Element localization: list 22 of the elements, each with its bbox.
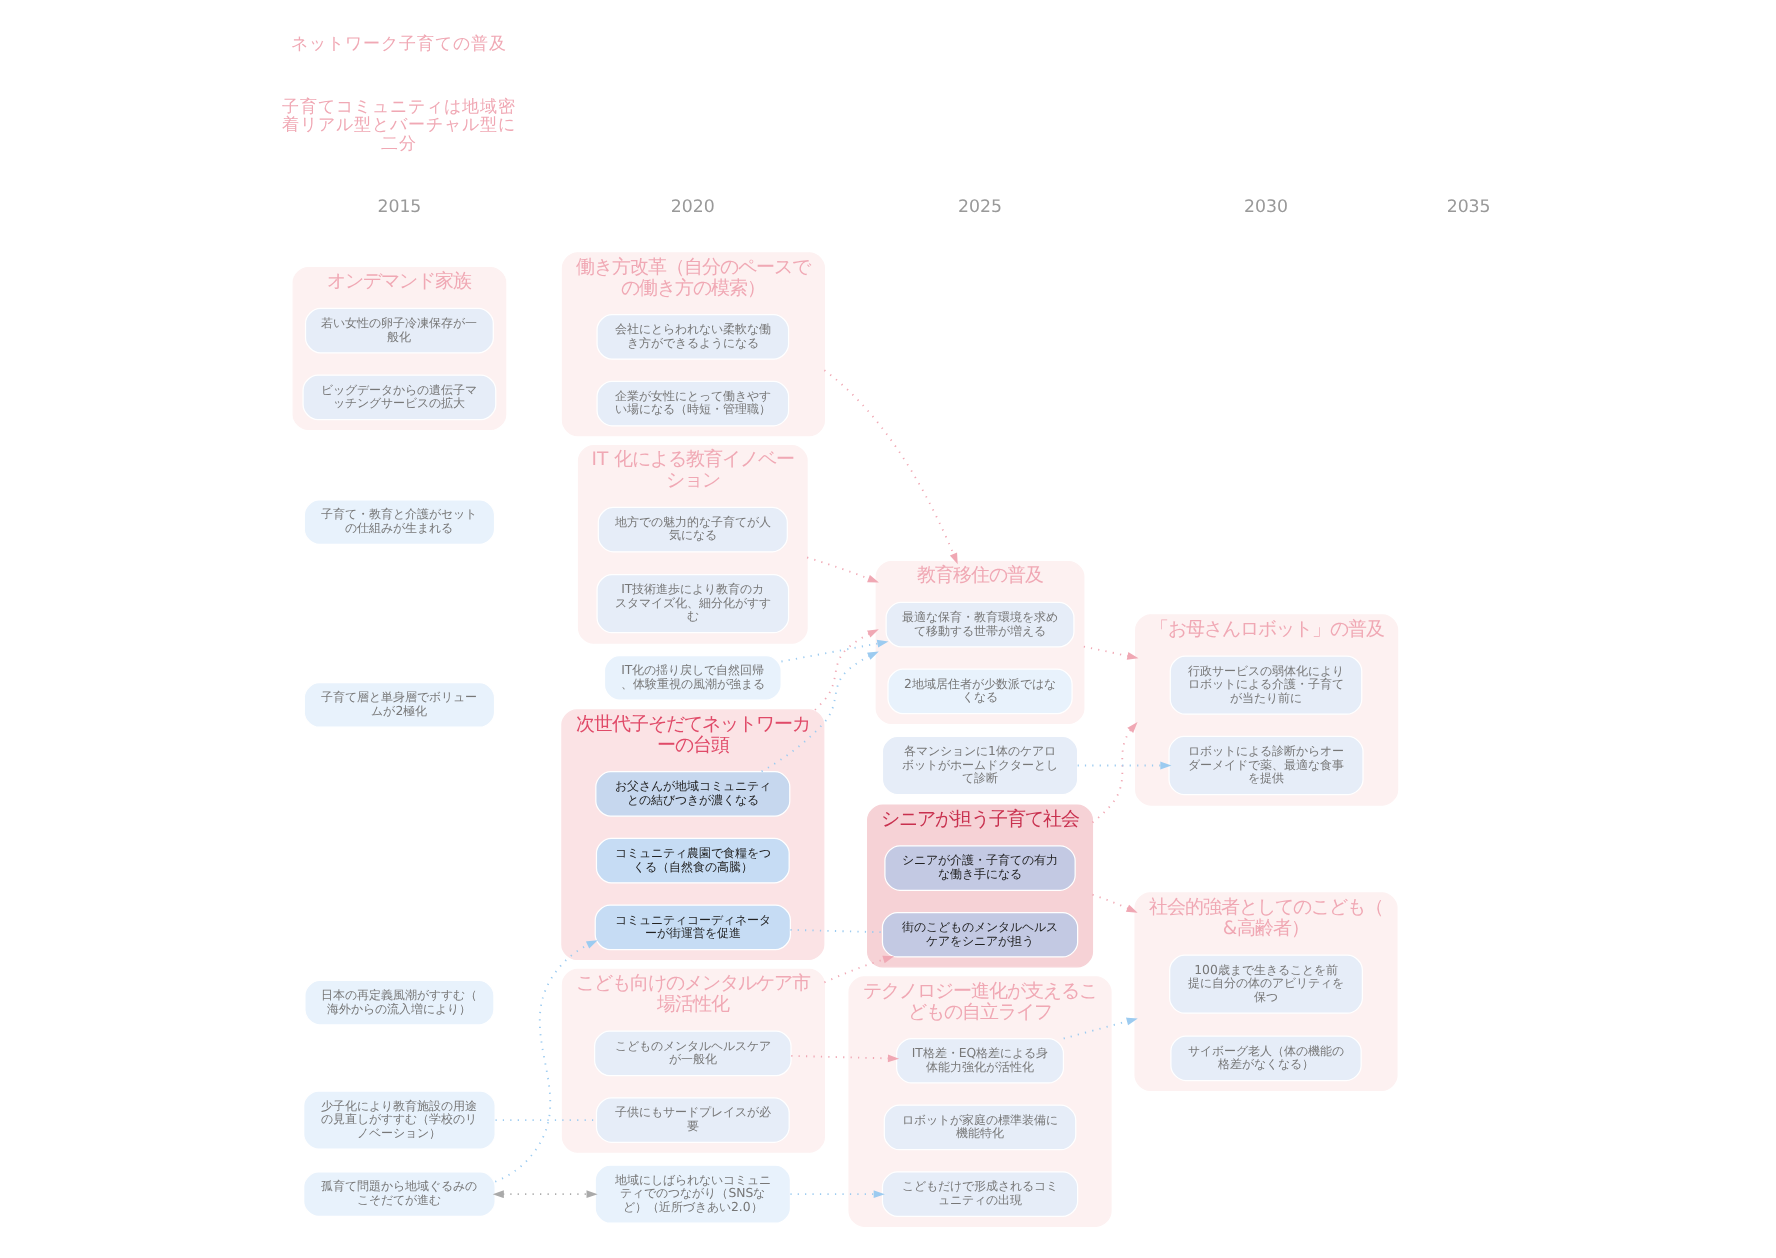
arrow <box>494 940 598 1183</box>
label: 2020 <box>670 197 715 218</box>
label: ネットワーク子育ての普及 <box>291 34 508 55</box>
arrow <box>1091 722 1138 824</box>
arrow <box>823 369 958 565</box>
arrow <box>492 1190 598 1199</box>
label: 2015 <box>377 197 422 218</box>
arrow <box>823 955 895 984</box>
arrow <box>1062 1017 1138 1040</box>
arrow <box>789 1190 885 1199</box>
arrow <box>814 629 879 711</box>
label: 2030 <box>1244 197 1288 218</box>
label: 2035 <box>1446 197 1491 218</box>
arrow <box>1076 761 1172 770</box>
arrow <box>760 651 879 773</box>
arrow <box>1091 893 1138 913</box>
label: 子育てコミュニティは地域密着リアル型とバーチャル型に二分 <box>282 97 517 155</box>
arrow <box>806 556 879 583</box>
arrow <box>780 639 889 663</box>
arrow <box>1082 645 1139 660</box>
arrow <box>790 1054 900 1063</box>
label: 2025 <box>958 197 1002 218</box>
